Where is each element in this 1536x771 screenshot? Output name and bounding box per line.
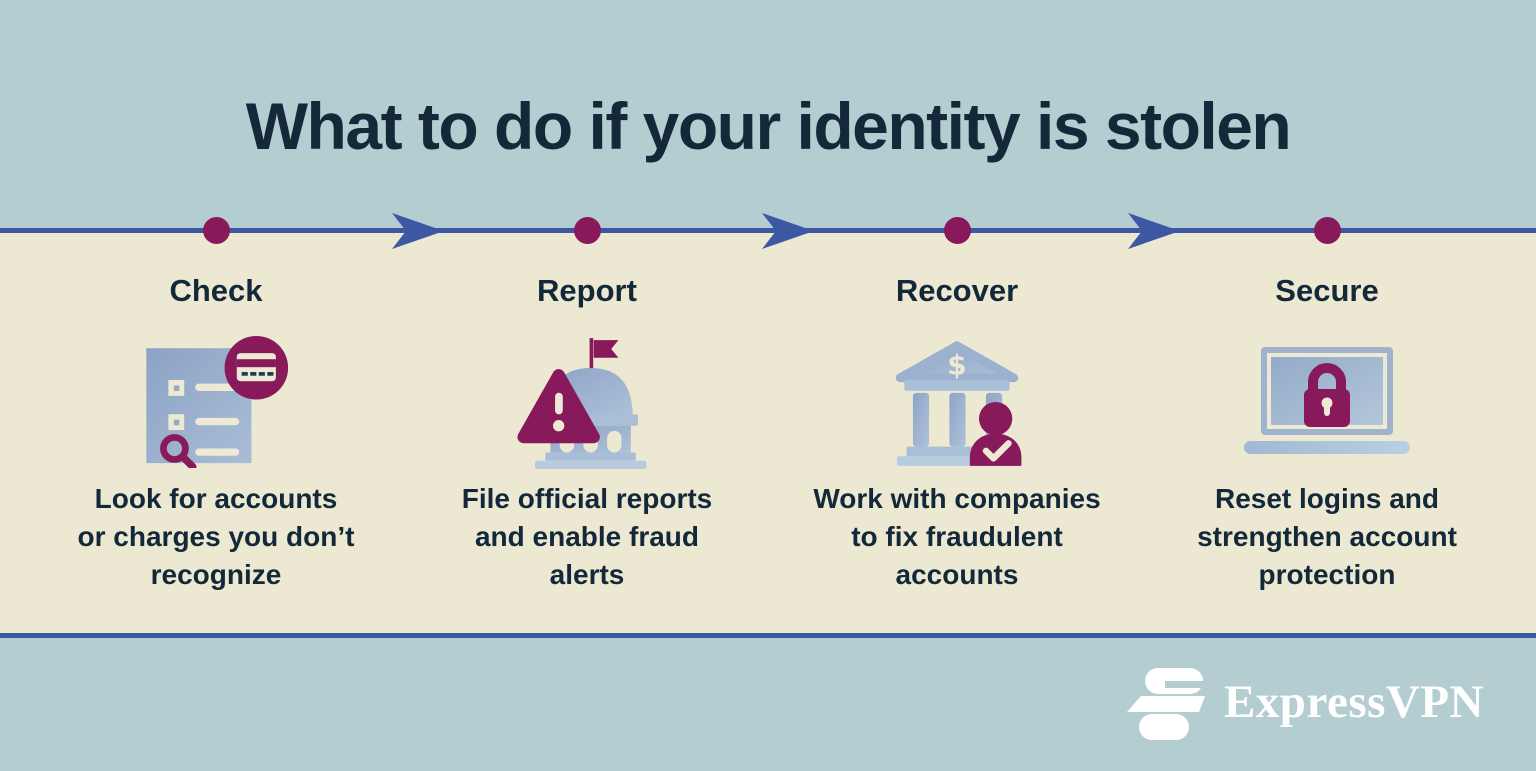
expressvpn-logo-icon <box>1126 668 1207 740</box>
bank-person-check-icon: $ <box>885 336 1030 468</box>
arrow-right-icon <box>392 213 444 249</box>
step-label: Secure <box>1275 273 1379 308</box>
page-title: What to do if your identity is stolen <box>245 89 1292 163</box>
timeline-dot <box>944 217 971 244</box>
step-recover: Recover $ Work <box>772 233 1142 594</box>
laptop-padlock-icon <box>1244 336 1410 468</box>
step-secure: Secure <box>1142 233 1512 594</box>
step-description: File official reports and enable fraud a… <box>461 483 713 590</box>
step-label: Recover <box>895 273 1019 308</box>
bottom-divider-line <box>0 633 1536 638</box>
step-description: Look for accounts or charges you don’t r… <box>77 483 355 590</box>
expressvpn-wordmark: ExpressVPN <box>1223 675 1484 728</box>
arrow-right-icon <box>762 213 814 249</box>
expressvpn-logo: ExpressVPN <box>1125 662 1484 742</box>
timeline-line <box>0 228 1536 233</box>
building-warning-icon <box>517 336 657 469</box>
timeline-dot <box>203 217 230 244</box>
timeline-dot <box>1314 217 1341 244</box>
step-label: Check <box>169 273 263 308</box>
timeline-dot <box>574 217 601 244</box>
arrow-right-icon <box>1128 213 1180 249</box>
step-report: Report <box>402 233 772 594</box>
document-search-icon <box>141 336 291 468</box>
step-check: Check <box>31 233 401 594</box>
step-description: Reset logins and strengthen account prot… <box>1197 483 1457 590</box>
svg-text:$: $ <box>947 349 966 382</box>
step-description: Work with companies to fix fraudulent ac… <box>813 483 1101 590</box>
step-label: Report <box>537 273 637 308</box>
